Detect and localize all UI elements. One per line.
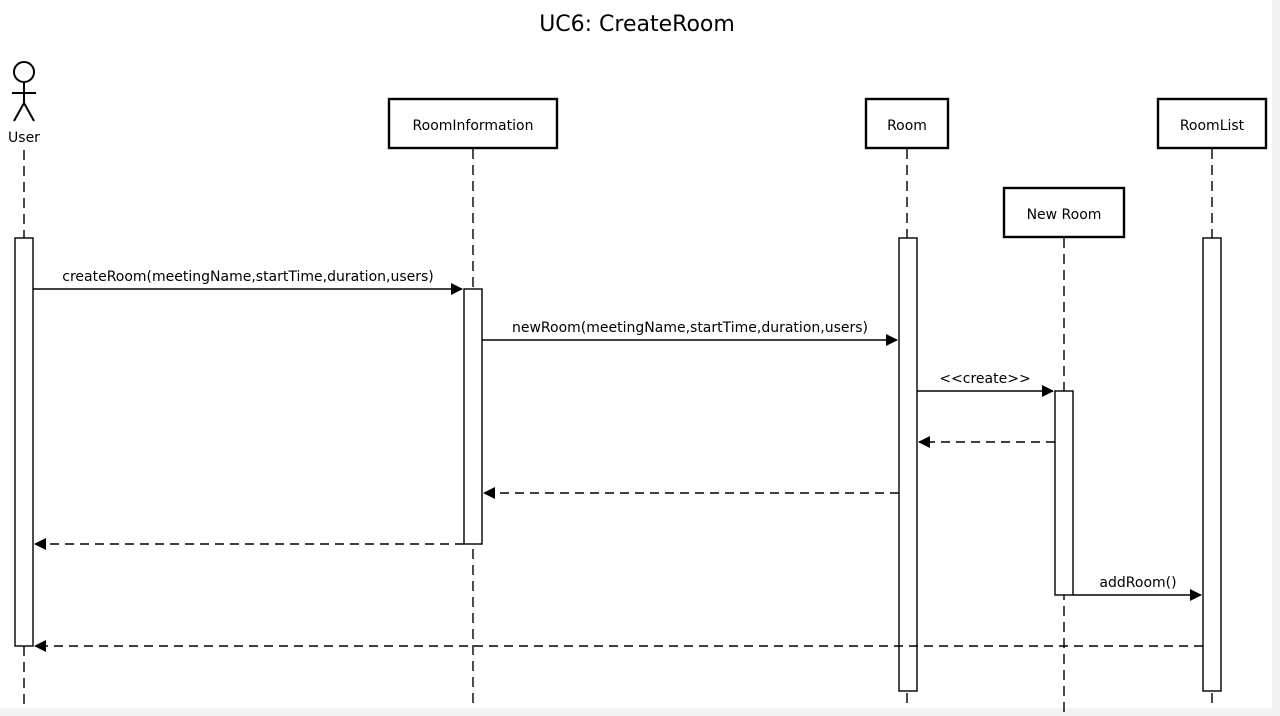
activation-room — [898, 237, 918, 692]
activation-user — [14, 237, 34, 647]
participant-box — [864, 97, 950, 150]
message-new-room[interactable]: newRoom(meetingName,startTime,duration,u… — [482, 320, 898, 346]
participant-label: RoomList — [1180, 118, 1245, 134]
activation-room-information — [463, 288, 483, 545]
message-label: newRoom(meetingName,startTime,duration,u… — [512, 320, 868, 336]
participant-label: RoomInformation — [413, 118, 534, 134]
participant-label: New Room — [1027, 207, 1102, 223]
actor-right-leg — [23, 102, 35, 122]
actor-user[interactable]: User — [8, 61, 40, 146]
message-add-room[interactable]: addRoom() — [1073, 575, 1202, 601]
participant-label: Room — [887, 118, 927, 134]
participant-box — [1002, 186, 1126, 239]
activation-room-list — [1202, 237, 1222, 692]
diagram-title: UC6: CreateRoom — [539, 12, 735, 37]
message-label: <<create>> — [939, 371, 1030, 387]
message-label: createRoom(meetingName,startTime,duratio… — [62, 269, 434, 285]
message-label: addRoom() — [1099, 575, 1176, 591]
message-create-stereotype[interactable]: <<create>> — [917, 371, 1054, 397]
participant-box — [387, 97, 559, 150]
activation-new-room — [1054, 390, 1074, 596]
participant-new-room[interactable]: New Room — [1002, 186, 1126, 239]
participant-box — [1156, 97, 1268, 150]
participant-room-list[interactable]: RoomList — [1156, 97, 1268, 150]
participant-room-information[interactable]: RoomInformation — [387, 97, 559, 150]
message-create-room[interactable]: createRoom(meetingName,startTime,duratio… — [33, 269, 463, 295]
actor-user-label: User — [8, 130, 40, 146]
actor-left-leg — [13, 102, 25, 122]
participant-room[interactable]: Room — [864, 97, 950, 150]
